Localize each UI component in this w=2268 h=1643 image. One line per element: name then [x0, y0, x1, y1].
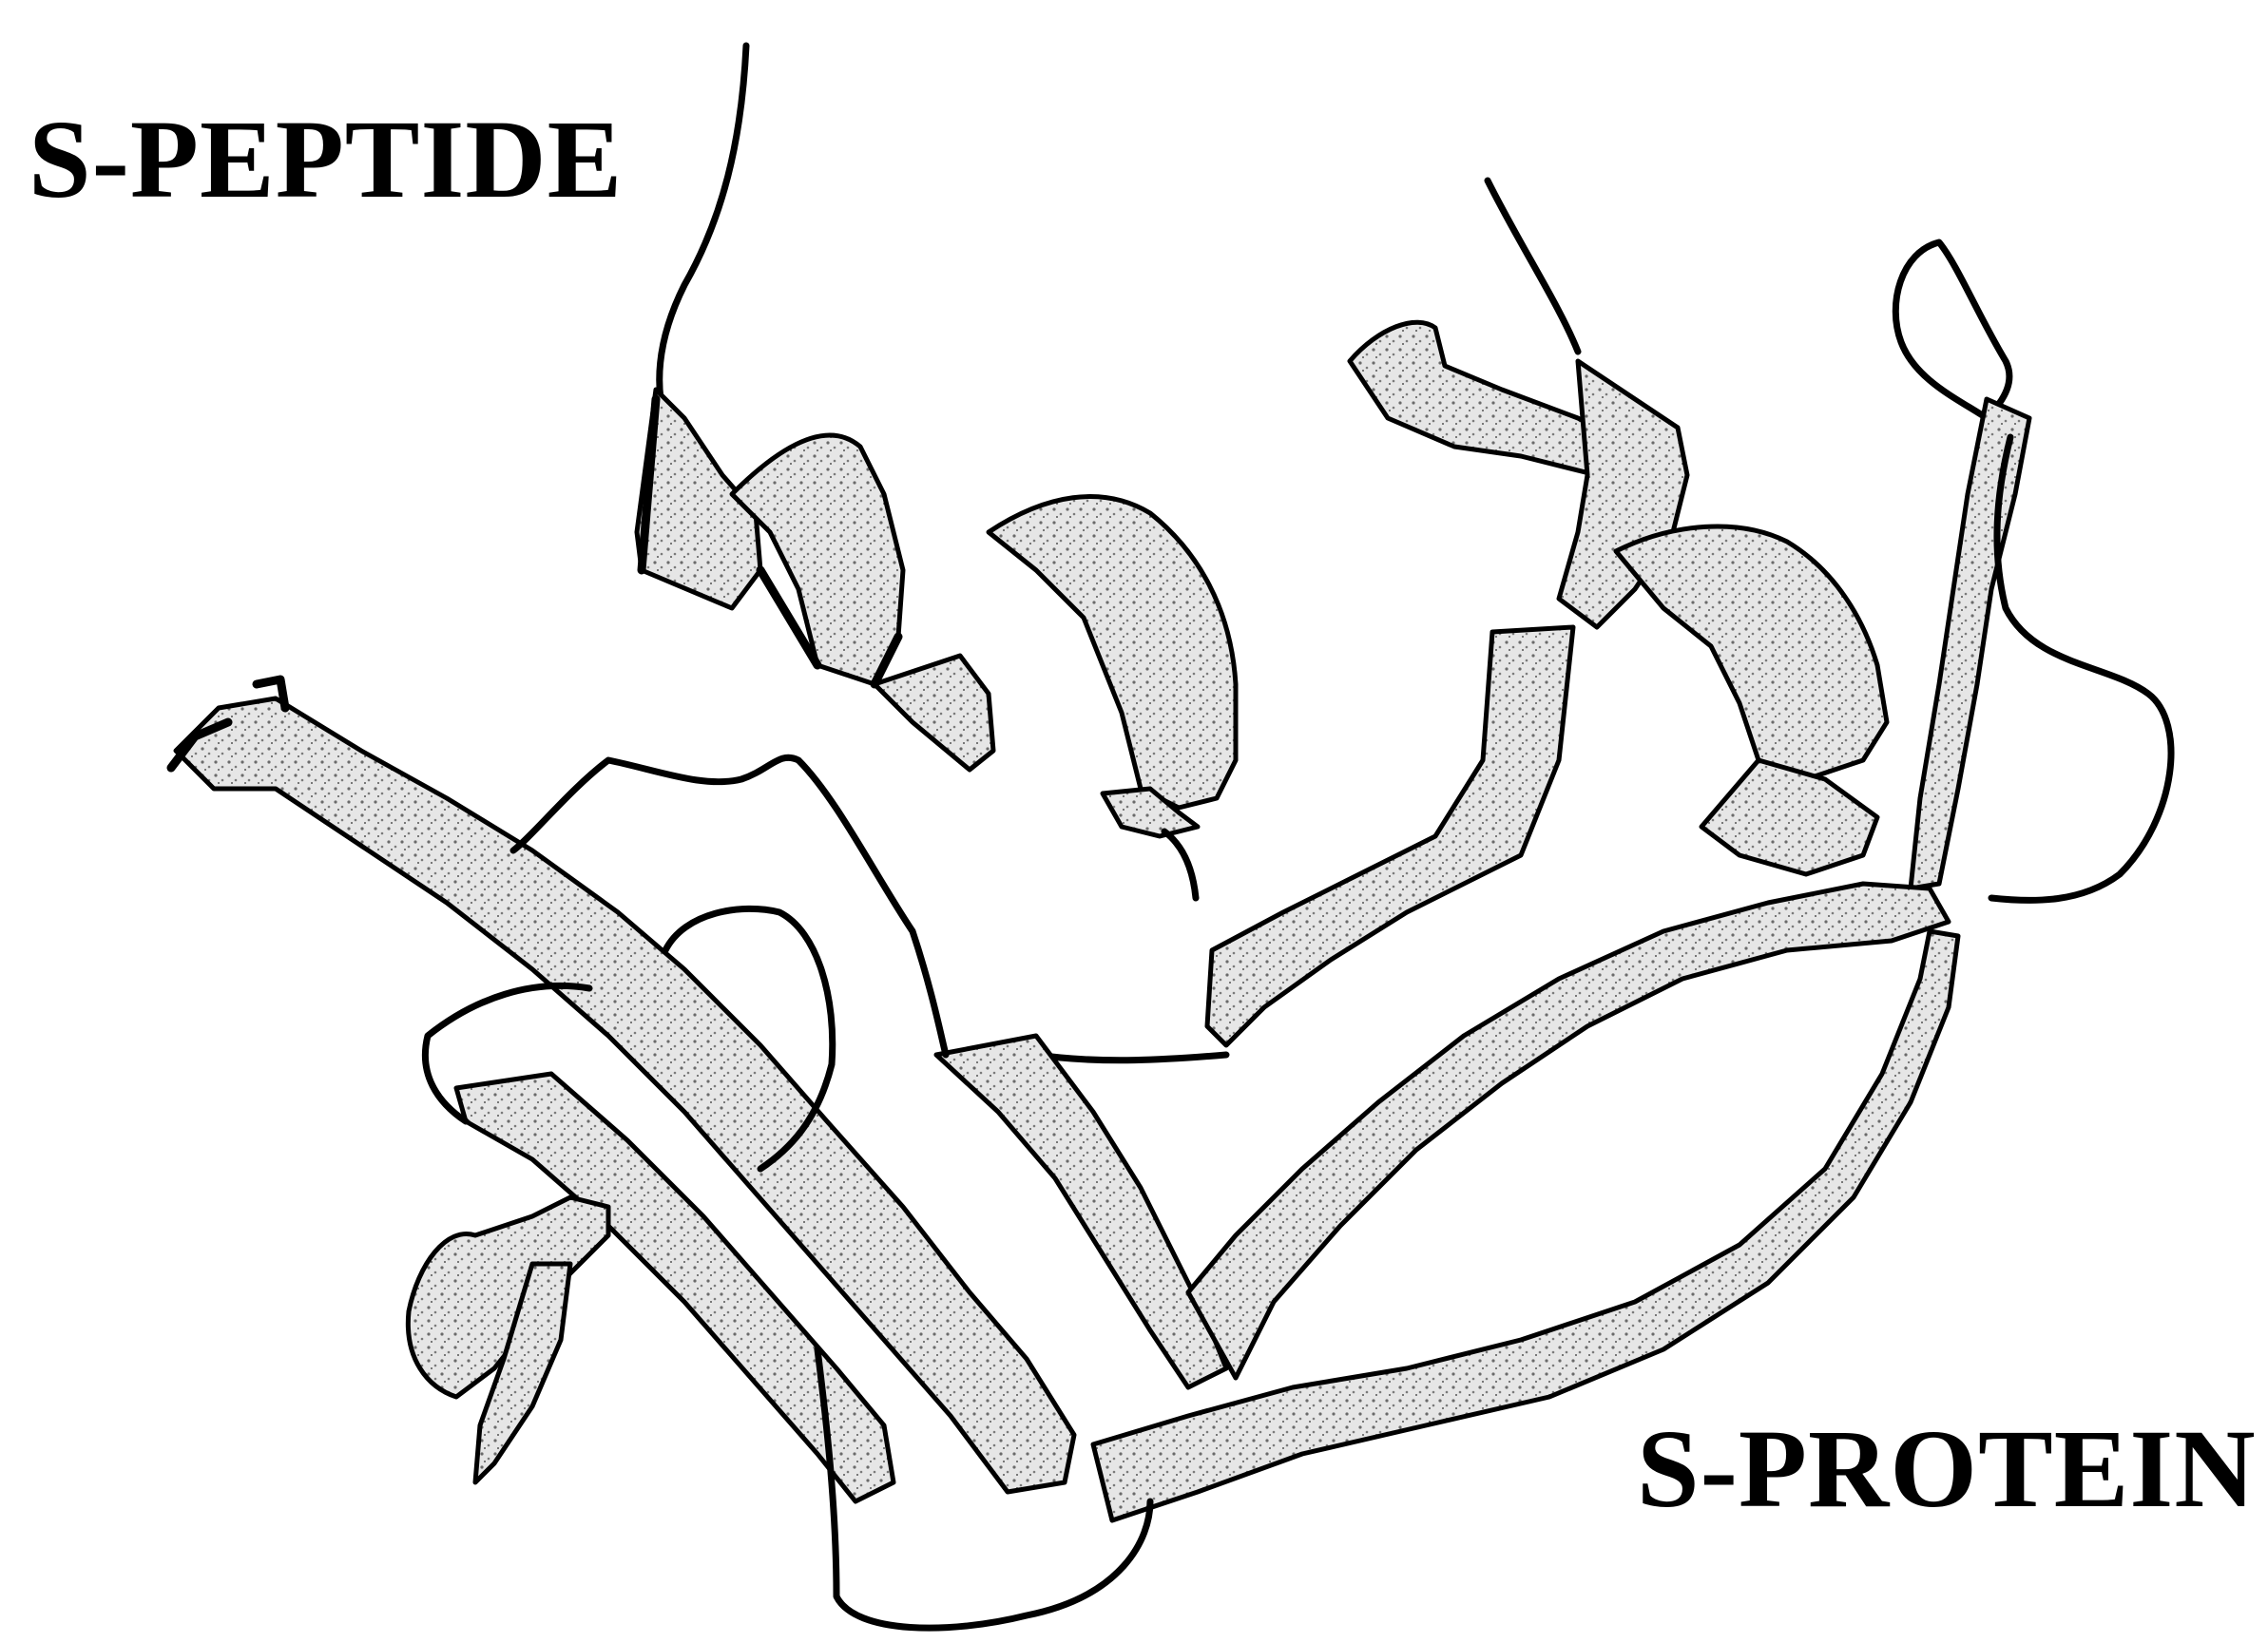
- hairpin-tip-loop: [1895, 242, 2009, 418]
- s-peptide-helix: [637, 46, 1236, 898]
- peptide-helix-turn-4: [989, 497, 1236, 808]
- helix2-turn-4: [1701, 760, 1877, 874]
- hairpin-descending-strand: [1911, 399, 2029, 888]
- helix2-lower-strand: [1207, 627, 1573, 1045]
- s-peptide-n-terminal-coil: [660, 46, 746, 399]
- s-protein-label: S-PROTEIN: [1637, 1404, 2257, 1534]
- peptide-helix-turn-3: [875, 656, 993, 770]
- helix2-turn-3: [1616, 526, 1887, 779]
- helix2-n-terminal-coil: [1488, 181, 1578, 352]
- beta-strand-diagonal: [176, 698, 1074, 1492]
- s-peptide-c-terminal-coil: [1164, 831, 1196, 898]
- s-peptide-label: S-PEPTIDE: [29, 95, 623, 224]
- s-protein-right-hairpin: [1895, 242, 2171, 900]
- helix2-connecting-coil: [1036, 1055, 1226, 1060]
- hairpin-right-coil: [1991, 437, 2171, 900]
